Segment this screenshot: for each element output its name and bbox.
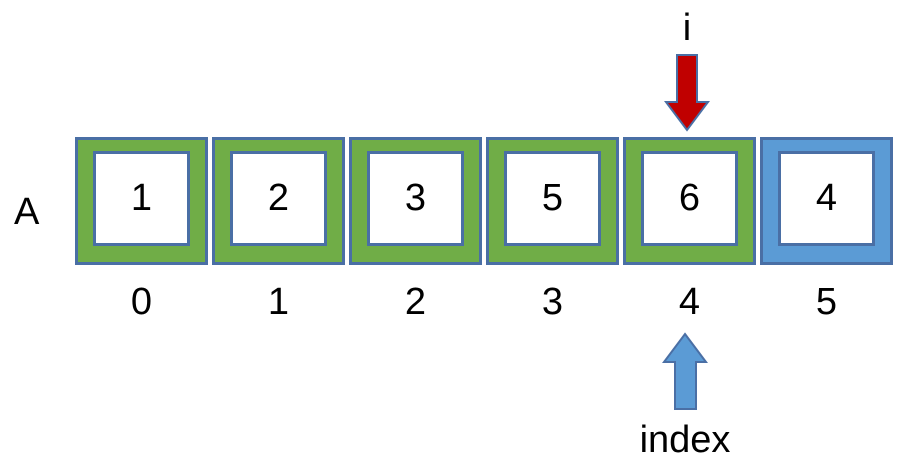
array-cell: 2 [212, 137, 345, 265]
array-index-label: 1 [267, 281, 290, 323]
array-cell-value: 6 [641, 151, 738, 246]
array-cell-value: 4 [778, 151, 875, 246]
array-cell: 3 [349, 137, 482, 265]
array-cell-value: 3 [367, 151, 464, 246]
array-index-label: 5 [815, 281, 838, 323]
array-cell: 5 [486, 137, 619, 265]
array-cell-value: 1 [93, 151, 190, 246]
array-cell-value: 5 [504, 151, 601, 246]
array-index-label: 4 [678, 281, 701, 323]
pointer-index-label: index [639, 419, 731, 461]
array-cell: 6 [623, 137, 756, 265]
pointer-index-arrow-icon [662, 332, 708, 410]
array-cell: 4 [760, 137, 893, 265]
pointer-i-arrow-icon [664, 54, 710, 132]
array-name-label: A [14, 191, 40, 233]
array-index-label: 3 [541, 281, 564, 323]
array-index-label: 2 [404, 281, 427, 323]
array-cell: 1 [75, 137, 208, 265]
array-index-label: 0 [130, 281, 153, 323]
pointer-i-label: i [682, 7, 692, 49]
array-cell-value: 2 [230, 151, 327, 246]
